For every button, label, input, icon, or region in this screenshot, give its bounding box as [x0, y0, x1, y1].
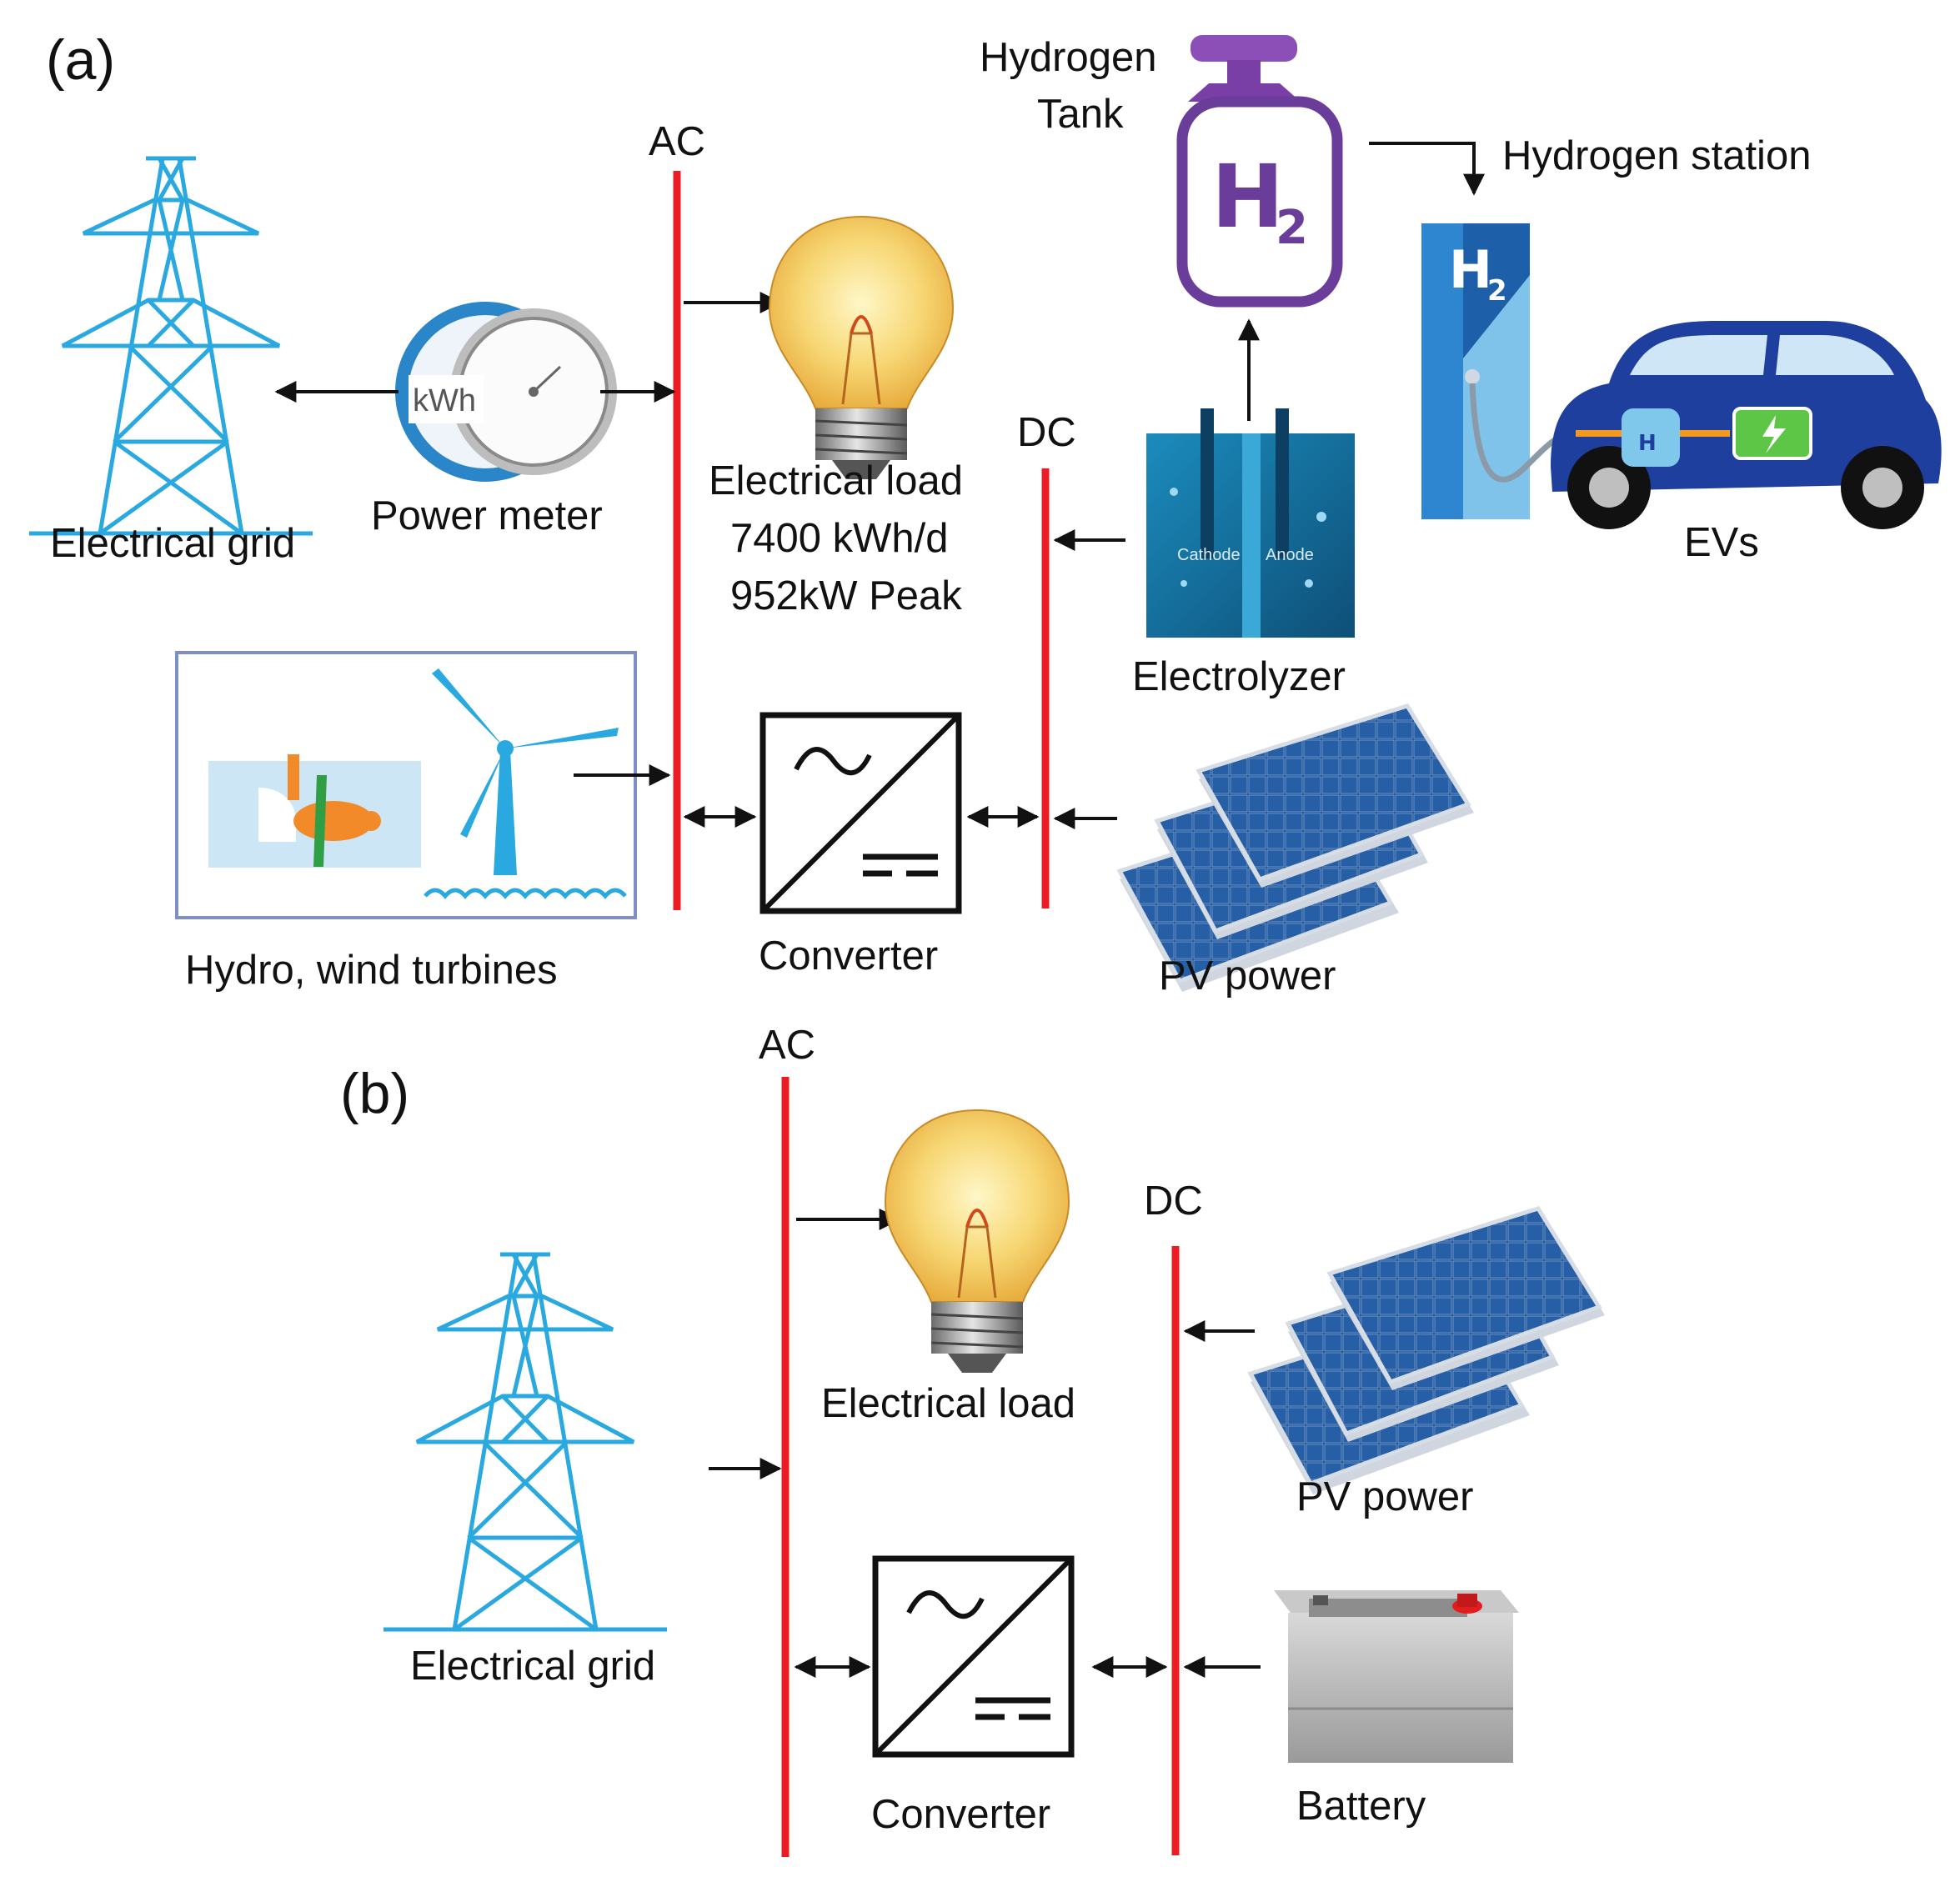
- dc-bus-b-label: DC: [1144, 1179, 1203, 1224]
- cathode-label: Cathode: [1177, 546, 1241, 564]
- pylon-icon: [29, 158, 313, 533]
- pylon-b-icon: [383, 1254, 667, 1629]
- converter-b-label: Converter: [871, 1792, 1050, 1837]
- grid-b-label: Electrical grid: [410, 1644, 655, 1689]
- load-label: Electrical load: [709, 458, 963, 503]
- pv-panels-icon: [1120, 706, 1474, 992]
- converter-a-label: Converter: [759, 933, 938, 979]
- light-bulb-b-icon: [884, 1109, 1070, 1374]
- panel-b: (b) AC DC Electrical load Electrical gri…: [340, 1023, 1605, 1857]
- converter-a-icon: [763, 715, 959, 911]
- meter-label: Power meter: [371, 493, 603, 538]
- tank-label-2: Tank: [1037, 92, 1124, 137]
- power-meter-icon: kWh: [395, 302, 617, 482]
- load-energy: 7400 kWh/d: [730, 516, 949, 561]
- anode-label: Anode: [1266, 546, 1314, 564]
- dc-bus-label: DC: [1017, 410, 1076, 455]
- load-peak: 952kW Peak: [730, 573, 962, 618]
- converter-b-icon: [875, 1559, 1071, 1754]
- light-bulb-icon: [768, 215, 955, 481]
- renewables-label: Hydro, wind turbines: [185, 948, 558, 993]
- panel-a: (a) AC DC Electrical grid kWh Power mete…: [29, 28, 1942, 999]
- tank-h2-sub: 2: [1276, 201, 1308, 255]
- hydro-turbine-icon: [208, 754, 421, 868]
- electrolyzer-icon: Cathode Anode: [1146, 408, 1355, 638]
- station-label: Hydrogen station: [1502, 133, 1811, 178]
- tank-label-1: Hydrogen: [980, 35, 1156, 80]
- station-h2: H: [1449, 239, 1492, 300]
- station-h2-sub: 2: [1487, 274, 1507, 308]
- tank-to-station-arrow: [1369, 142, 1485, 196]
- tank-h2: H: [1211, 146, 1284, 248]
- panel-b-tag: (b): [340, 1062, 409, 1125]
- hydrogen-tank-icon: H 2: [1176, 35, 1343, 308]
- ev-car-icon: H: [1551, 321, 1942, 529]
- evs-label: EVs: [1684, 520, 1759, 565]
- battery-icon: [1274, 1590, 1519, 1763]
- grid-label: Electrical grid: [50, 521, 295, 566]
- pv-a-label: PV power: [1159, 954, 1336, 999]
- load-b-label: Electrical load: [821, 1381, 1075, 1426]
- pv-panels-b-icon: [1251, 1209, 1605, 1494]
- electrolyzer-label: Electrolyzer: [1132, 654, 1346, 699]
- ac-bus-label: AC: [649, 119, 705, 164]
- pv-b-label: PV power: [1296, 1474, 1473, 1519]
- panel-a-tag: (a): [46, 28, 115, 92]
- ev-tank-h2: H: [1638, 431, 1657, 456]
- meter-unit: kWh: [413, 383, 476, 418]
- ac-bus-b-label: AC: [759, 1023, 815, 1068]
- wind-turbine-icon: [424, 668, 627, 899]
- battery-label: Battery: [1296, 1784, 1426, 1829]
- hydrogen-station-icon: H 2: [1421, 223, 1577, 519]
